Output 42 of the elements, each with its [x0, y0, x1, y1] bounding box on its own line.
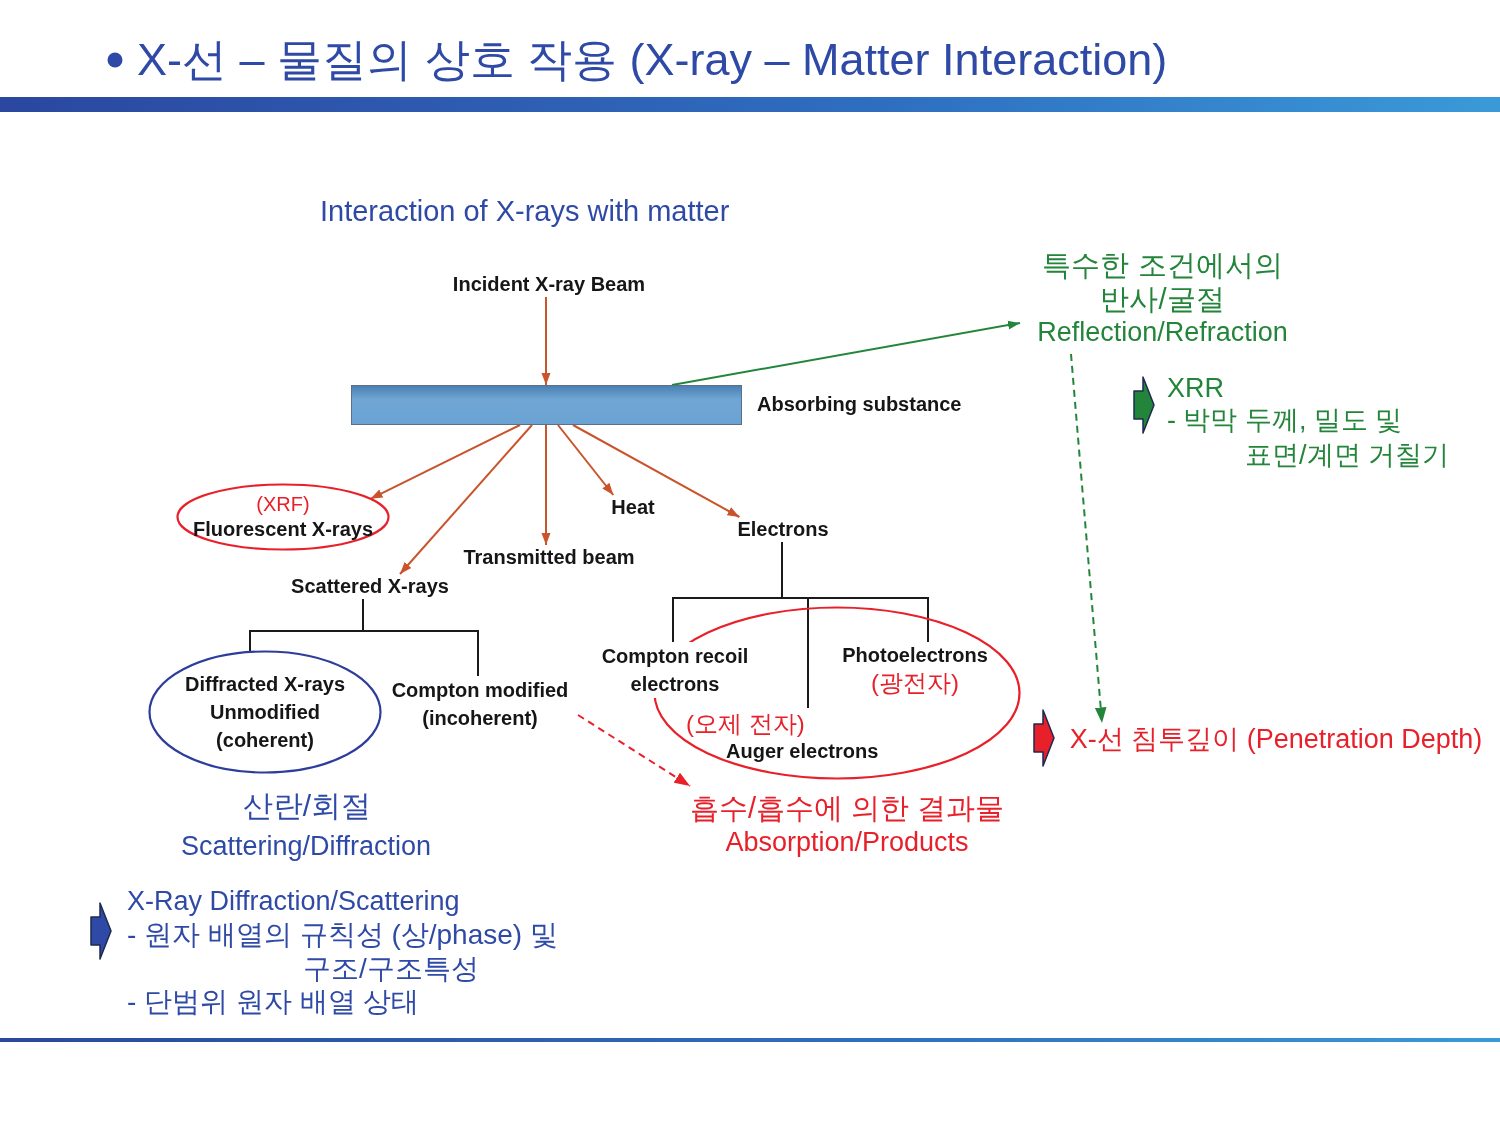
arrow [399, 424, 533, 575]
arrow [572, 424, 741, 518]
node-label: Absorption/Products [725, 826, 969, 860]
node-label: Diffracted X-rays Unmodified (coherent) [183, 672, 347, 753]
slide-title: X-선 – 물질의 상호 작용 (X-ray – Matter Interaction) [137, 33, 1168, 87]
highlight-ellipse [176, 483, 390, 551]
node-label: Photoelectrons [842, 642, 988, 668]
group-caption: Scattering/Diffraction [180, 830, 432, 863]
node-label: Fluorescent X-rays [192, 517, 374, 542]
diagram-subtitle: Interaction of X-rays with matter [320, 194, 730, 229]
note-text: - 단범위 원자 배열 상태 [127, 985, 420, 1019]
substance-slab [351, 385, 742, 425]
arrow [541, 424, 551, 546]
note-heading: XRR [1167, 372, 1224, 405]
arrow [557, 424, 615, 496]
node-label: (XRF) [256, 492, 310, 517]
group-caption: 산란/회절 [242, 788, 372, 824]
node-label: Reflection/Refraction [1037, 316, 1288, 350]
note-heading: X-Ray Diffraction/Scattering [127, 885, 460, 918]
node-label: Compton modified (incoherent) [382, 676, 578, 732]
dashed-arrow [577, 714, 691, 787]
node-label: (오제 전자) [686, 708, 805, 739]
node-label: Scattered X-rays [291, 574, 449, 599]
note-text: - 원자 배열의 규칙성 (상/phase) 및 구조/구조특성 [127, 918, 559, 986]
connector-line [362, 598, 479, 677]
node-label: Electrons [737, 517, 829, 542]
node-heading: 특수한 조건에서의 반사/굴절 [1041, 248, 1284, 317]
dashed-arrow [1070, 353, 1107, 724]
node-caption: Absorbing substance [757, 392, 962, 417]
node-label: 흡수/흡수에 의한 결과물 [689, 791, 1005, 826]
arrow [369, 424, 521, 500]
node-label: Transmitted beam [463, 545, 635, 570]
highlight-ellipse [148, 650, 382, 774]
note-text: - 박막 두께, 밀도 및 표면/계면 거칠기 [1167, 404, 1450, 472]
node-label: X-선 침투깊이 (Penetration Depth) [1069, 723, 1483, 757]
node-label: Auger electrons [726, 738, 879, 764]
node-label: (광전자) [871, 667, 959, 698]
node-label: Heat [611, 495, 655, 520]
connector-line [781, 541, 929, 643]
node-label: Incident X-ray Beam [452, 272, 646, 297]
arrow [671, 320, 1021, 386]
arrow [541, 296, 551, 386]
